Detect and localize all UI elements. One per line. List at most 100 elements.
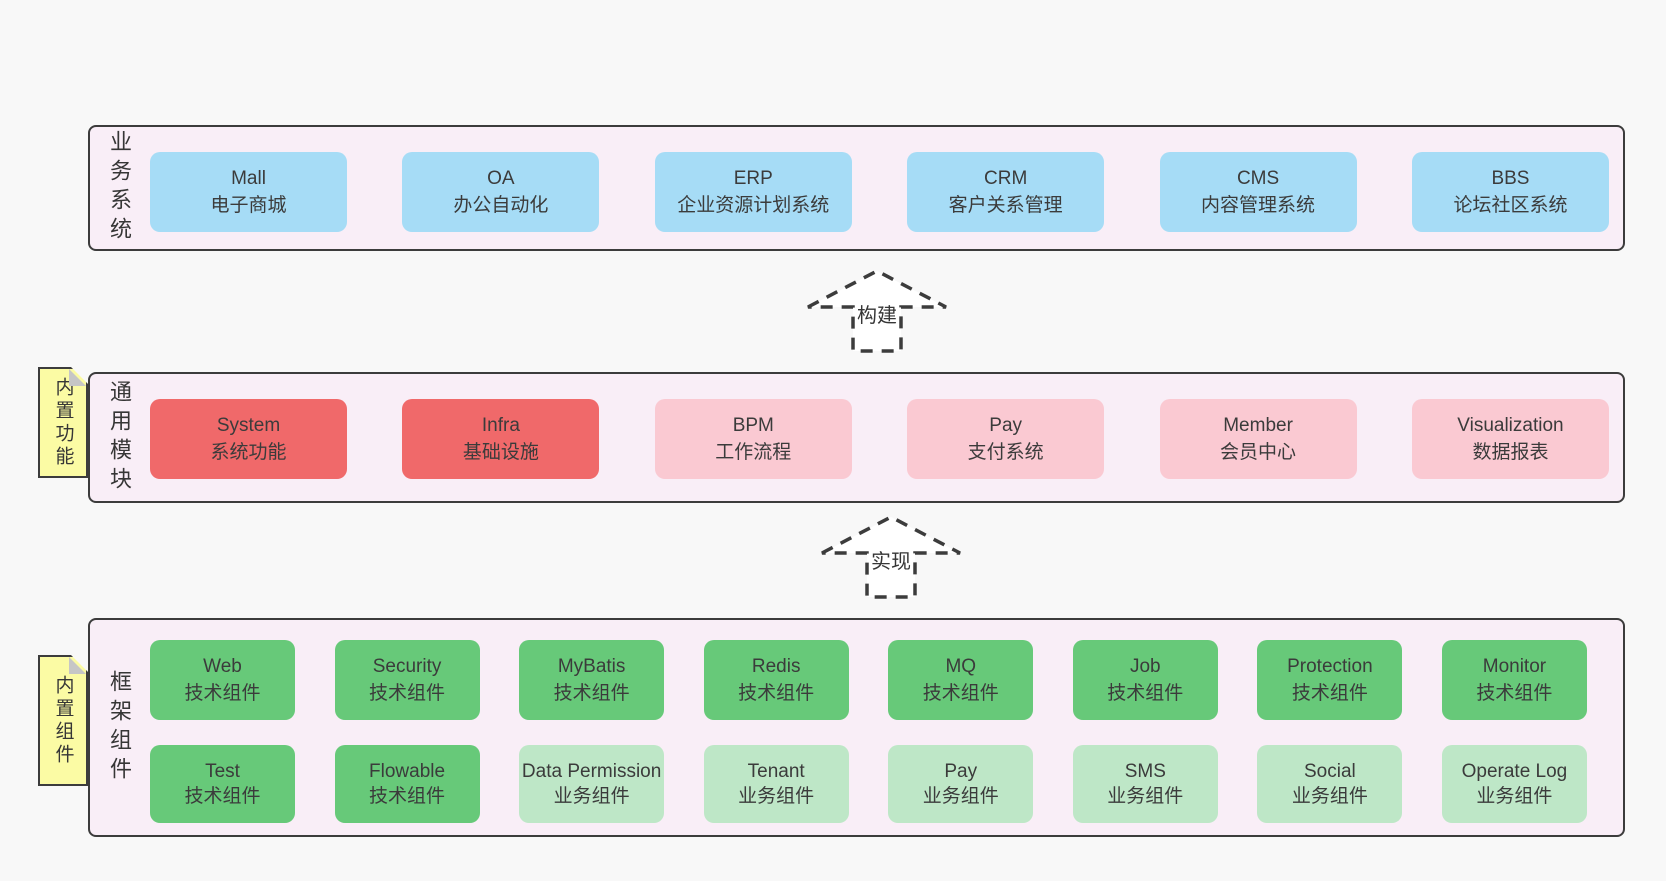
box-infra: Infra 基础设施 xyxy=(402,399,600,479)
box-bbs: BBS 论坛社区系统 xyxy=(1411,152,1609,232)
box-redis: Redis 技术组件 xyxy=(703,640,849,720)
common-modules-layer: 通用模块 System 系统功能 Infra 基础设施 BPM 工作流程 Pay… xyxy=(88,372,1625,503)
box-subtitle: 技术组件 xyxy=(1476,683,1553,704)
box-subtitle: 业务组件 xyxy=(1476,786,1553,807)
implement-arrow-label: 实现 xyxy=(869,545,913,574)
box-flowable: Flowable 技术组件 xyxy=(334,745,480,823)
common-modules-label: 通用模块 xyxy=(107,379,132,496)
box-sms: SMS 业务组件 xyxy=(1072,745,1218,823)
box-tenant: Tenant 业务组件 xyxy=(703,745,849,823)
sticky-note-builtin-components: 内置组件 xyxy=(38,655,88,786)
box-title: Tenant xyxy=(747,761,805,782)
box-title: Security xyxy=(372,656,442,677)
box-mall: Mall 电子商城 xyxy=(150,152,347,232)
box-title: Member xyxy=(1223,415,1293,436)
box-subtitle: 客户关系管理 xyxy=(948,195,1063,216)
business-systems-row: Mall 电子商城 OA 办公自动化 ERP 企业资源计划系统 CRM 客户关系… xyxy=(150,152,1609,232)
box-pay-component: Pay 业务组件 xyxy=(888,745,1034,823)
box-subtitle: 技术组件 xyxy=(738,683,815,704)
common-modules-row: System 系统功能 Infra 基础设施 BPM 工作流程 Pay 支付系统… xyxy=(150,399,1609,479)
box-web: Web 技术组件 xyxy=(150,640,295,720)
box-title: MQ xyxy=(945,656,977,677)
box-visualization: Visualization 数据报表 xyxy=(1411,399,1609,479)
box-crm: CRM 客户关系管理 xyxy=(907,152,1105,232)
box-subtitle: 业务组件 xyxy=(1291,786,1368,807)
box-title: Pay xyxy=(944,761,978,782)
box-title: Social xyxy=(1304,761,1356,782)
box-security: Security 技术组件 xyxy=(334,640,480,720)
box-member: Member 会员中心 xyxy=(1159,399,1357,479)
box-title: Redis xyxy=(751,656,801,677)
box-data-permission: Data Permission 业务组件 xyxy=(519,745,665,823)
box-title: CMS xyxy=(1236,168,1280,189)
framework-components-row-2: Test 技术组件 Flowable 技术组件 Data Permission … xyxy=(150,745,1587,823)
framework-components-row-1: Web 技术组件 Security 技术组件 MyBatis 技术组件 Redi… xyxy=(150,640,1587,720)
box-subtitle: 业务组件 xyxy=(553,786,630,807)
box-subtitle: 系统功能 xyxy=(210,442,287,463)
box-system: System 系统功能 xyxy=(150,399,347,479)
box-cms: CMS 内容管理系统 xyxy=(1159,152,1357,232)
box-title: Monitor xyxy=(1482,656,1547,677)
box-monitor: Monitor 技术组件 xyxy=(1441,640,1587,720)
box-social: Social 业务组件 xyxy=(1257,745,1403,823)
build-arrow: 构建 xyxy=(806,268,948,354)
box-subtitle: 办公自动化 xyxy=(453,195,549,216)
box-title: Web xyxy=(203,656,242,677)
business-systems-label: 业务系统 xyxy=(107,130,132,246)
framework-components-label: 框架组件 xyxy=(107,669,132,786)
box-title: Visualization xyxy=(1457,415,1564,436)
box-mq: MQ 技术组件 xyxy=(888,640,1034,720)
box-title: Test xyxy=(205,761,240,782)
sticky-note-builtin-features: 内置功能 xyxy=(38,367,88,478)
box-title: Mall xyxy=(231,168,266,189)
box-subtitle: 会员中心 xyxy=(1220,442,1297,463)
box-subtitle: 技术组件 xyxy=(369,786,446,807)
box-title: Infra xyxy=(481,415,520,436)
box-title: SMS xyxy=(1124,761,1166,782)
box-title: Data Permission xyxy=(521,761,662,782)
framework-components-layer: 框架组件 Web 技术组件 Security 技术组件 MyBatis 技术组件… xyxy=(88,618,1625,837)
box-subtitle: 支付系统 xyxy=(967,442,1044,463)
box-mybatis: MyBatis 技术组件 xyxy=(519,640,665,720)
box-pay: Pay 支付系统 xyxy=(907,399,1105,479)
box-subtitle: 基础设施 xyxy=(462,442,539,463)
box-operate-log: Operate Log 业务组件 xyxy=(1441,745,1587,823)
box-subtitle: 业务组件 xyxy=(1107,786,1184,807)
sticky-note-text: 内置功能 xyxy=(52,376,74,469)
box-subtitle: 技术组件 xyxy=(922,683,999,704)
box-protection: Protection 技术组件 xyxy=(1257,640,1403,720)
box-erp: ERP 企业资源计划系统 xyxy=(654,152,852,232)
box-subtitle: 业务组件 xyxy=(738,786,815,807)
box-title: Flowable xyxy=(369,761,446,782)
box-title: BPM xyxy=(732,415,774,436)
folded-corner-icon xyxy=(69,369,86,386)
box-subtitle: 技术组件 xyxy=(369,683,446,704)
box-test: Test 技术组件 xyxy=(150,745,295,823)
box-subtitle: 技术组件 xyxy=(184,786,261,807)
box-subtitle: 技术组件 xyxy=(184,683,261,704)
build-arrow-label: 构建 xyxy=(855,299,899,328)
box-title: Pay xyxy=(989,415,1023,436)
box-subtitle: 数据报表 xyxy=(1472,442,1549,463)
box-subtitle: 电子商城 xyxy=(210,195,287,216)
box-subtitle: 工作流程 xyxy=(715,442,792,463)
box-title: ERP xyxy=(733,168,773,189)
box-subtitle: 企业资源计划系统 xyxy=(677,195,830,216)
box-subtitle: 技术组件 xyxy=(1107,683,1184,704)
box-title: CRM xyxy=(984,168,1028,189)
box-title: System xyxy=(216,415,281,436)
box-title: BBS xyxy=(1491,168,1530,189)
box-subtitle: 论坛社区系统 xyxy=(1453,195,1568,216)
box-title: Operate Log xyxy=(1461,761,1568,782)
box-title: Job xyxy=(1129,656,1161,677)
box-job: Job 技术组件 xyxy=(1072,640,1218,720)
box-bpm: BPM 工作流程 xyxy=(654,399,852,479)
box-subtitle: 内容管理系统 xyxy=(1201,195,1316,216)
implement-arrow: 实现 xyxy=(820,514,962,600)
box-title: Protection xyxy=(1287,656,1373,677)
box-subtitle: 业务组件 xyxy=(922,786,999,807)
box-subtitle: 技术组件 xyxy=(1291,683,1368,704)
business-systems-layer: 业务系统 Mall 电子商城 OA 办公自动化 ERP 企业资源计划系统 CRM… xyxy=(88,125,1625,251)
folded-corner-icon xyxy=(69,657,86,674)
box-title: OA xyxy=(487,168,515,189)
